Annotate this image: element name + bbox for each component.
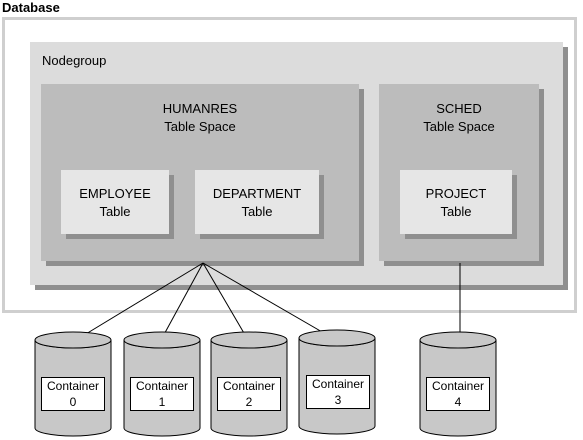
connector-line-1 <box>160 262 204 341</box>
container-4-label: Container 4 <box>426 377 490 411</box>
cylinder-top <box>419 331 497 349</box>
cylinder-top <box>34 331 112 349</box>
table-sub: Table <box>440 204 472 219</box>
container-label-text: Container <box>135 379 189 393</box>
container-0-label: Container 0 <box>41 377 105 411</box>
container-number: 1 <box>158 395 166 409</box>
table-department-label: DEPARTMENT Table <box>195 185 319 221</box>
cylinder-top <box>123 331 201 349</box>
table-employee <box>61 170 169 234</box>
table-sub: Table <box>99 204 131 219</box>
container-3-label: Container 3 <box>306 375 370 409</box>
nodegroup-label: Nodegroup <box>42 53 107 68</box>
cylinder-top <box>210 331 288 349</box>
connector-line-0 <box>75 262 204 341</box>
table-department <box>195 170 319 234</box>
container-2-label: Container 2 <box>217 377 281 411</box>
container-number: 0 <box>69 395 77 409</box>
table-sub: Table <box>241 204 273 219</box>
tablespace-name: HUMANRES <box>162 101 238 116</box>
tablespace-name: SCHED <box>436 101 482 116</box>
container-label-text: Container <box>311 377 365 391</box>
table-project <box>400 170 512 234</box>
tablespace-humanres-label: HUMANRES Table Space <box>41 100 359 136</box>
table-name: DEPARTMENT <box>212 186 302 201</box>
connector-lines <box>75 262 461 341</box>
container-label-text: Container <box>222 379 276 393</box>
tablespace-sub: Table Space <box>423 119 495 134</box>
container-1-label: Container 1 <box>130 377 194 411</box>
container-label-text: Container <box>431 379 485 393</box>
table-name: PROJECT <box>425 186 487 201</box>
database-title: Database <box>2 0 60 15</box>
tablespace-sched-label: SCHED Table Space <box>379 100 539 136</box>
table-project-label: PROJECT Table <box>400 185 512 221</box>
container-number: 2 <box>245 395 253 409</box>
container-number: 4 <box>454 395 462 409</box>
connector-line-3 <box>202 262 337 341</box>
table-name: EMPLOYEE <box>79 186 151 201</box>
cylinder-top <box>298 329 376 347</box>
table-employee-label: EMPLOYEE Table <box>61 185 169 221</box>
connector-line-2 <box>202 262 249 341</box>
tablespace-sub: Table Space <box>164 119 236 134</box>
container-number: 3 <box>334 393 342 407</box>
container-label-text: Container <box>46 379 100 393</box>
